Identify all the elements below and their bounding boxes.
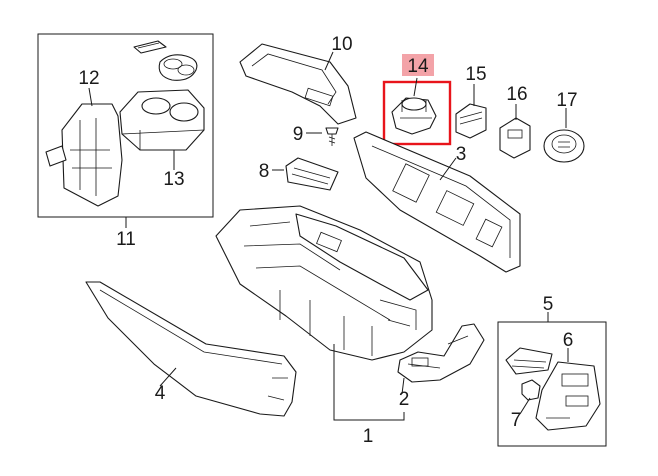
callout-5: 5 [543, 294, 554, 315]
switch-15 [455, 103, 487, 139]
rear-panel-6 [535, 361, 601, 431]
cup-holder-insert [158, 54, 198, 81]
callout-15: 15 [465, 64, 486, 85]
switch-8 [285, 157, 339, 191]
console-side-trim-3 [353, 131, 521, 273]
usb-port-16 [499, 117, 531, 159]
screw-9 [325, 127, 339, 146]
callout-17: 17 [556, 90, 577, 111]
group-box-5 [497, 321, 607, 447]
trim-piece-2 [397, 323, 485, 383]
callout-labels: 1 2 3 4 5 6 7 8 9 10 11 12 13 14 15 16 1… [78, 34, 577, 447]
console-body-1 [215, 205, 433, 361]
callout-2: 2 [399, 389, 410, 410]
floor-mat-small [133, 40, 167, 54]
callout-9: 9 [293, 124, 304, 145]
controller-knob-14 [391, 97, 437, 135]
callout-11: 11 [116, 229, 136, 250]
callout-13: 13 [163, 169, 184, 190]
leader-lines [88, 51, 569, 421]
highlight-label-bg [402, 54, 434, 76]
callout-4: 4 [155, 383, 166, 404]
callout-12: 12 [78, 68, 99, 89]
callout-10: 10 [331, 34, 352, 55]
console-side-panel-12 [45, 103, 123, 207]
side-cover-4 [85, 281, 297, 417]
callout-6: 6 [563, 330, 574, 351]
callout-1: 1 [363, 426, 374, 447]
power-outlet-17 [543, 129, 585, 163]
callout-7: 7 [511, 410, 522, 431]
clip-7 [521, 379, 541, 401]
highlight-frame [382, 80, 452, 146]
vent-grille-5 [505, 347, 553, 375]
shifter-bezel-10 [239, 43, 357, 125]
callout-8: 8 [259, 161, 270, 182]
cup-holder-tray-13 [119, 89, 205, 151]
callout-16: 16 [506, 84, 527, 105]
callout-14: 14 [407, 56, 429, 77]
callout-3: 3 [456, 144, 467, 165]
